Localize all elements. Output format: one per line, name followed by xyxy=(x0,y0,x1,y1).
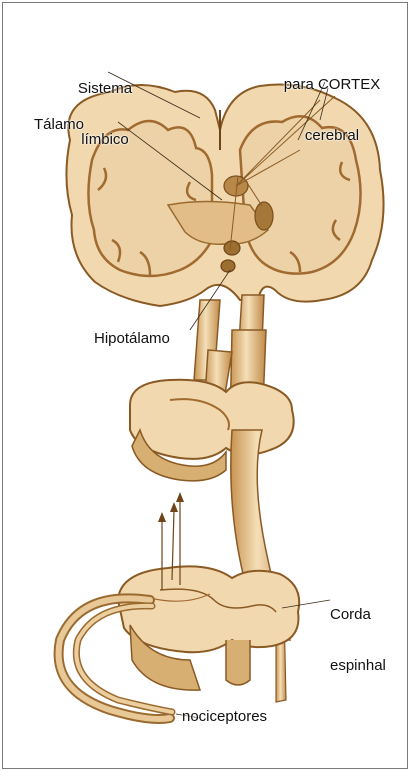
lower-spinal-section xyxy=(118,566,299,690)
upper-spinal-section xyxy=(130,380,294,481)
label-sistema-limbico-line1: Sistema xyxy=(50,80,160,97)
label-para-cortex-line1: para CORTEX xyxy=(262,76,402,93)
label-sistema-limbico-line2: límbico xyxy=(50,131,160,148)
label-talamo: Tálamo xyxy=(34,116,84,133)
label-nociceptores: nociceptores xyxy=(182,708,267,725)
label-para-cortex: para CORTEX cerebral xyxy=(262,42,402,161)
label-corda-espinhal-line2: espinhal xyxy=(330,657,386,674)
label-corda-espinhal: Corda espinhal xyxy=(330,572,386,691)
label-corda-espinhal-line1: Corda xyxy=(330,606,386,623)
label-hipotalamo: Hipotálamo xyxy=(94,330,170,347)
label-sistema-limbico: Sistema límbico xyxy=(50,46,160,165)
label-para-cortex-line2: cerebral xyxy=(262,127,402,144)
